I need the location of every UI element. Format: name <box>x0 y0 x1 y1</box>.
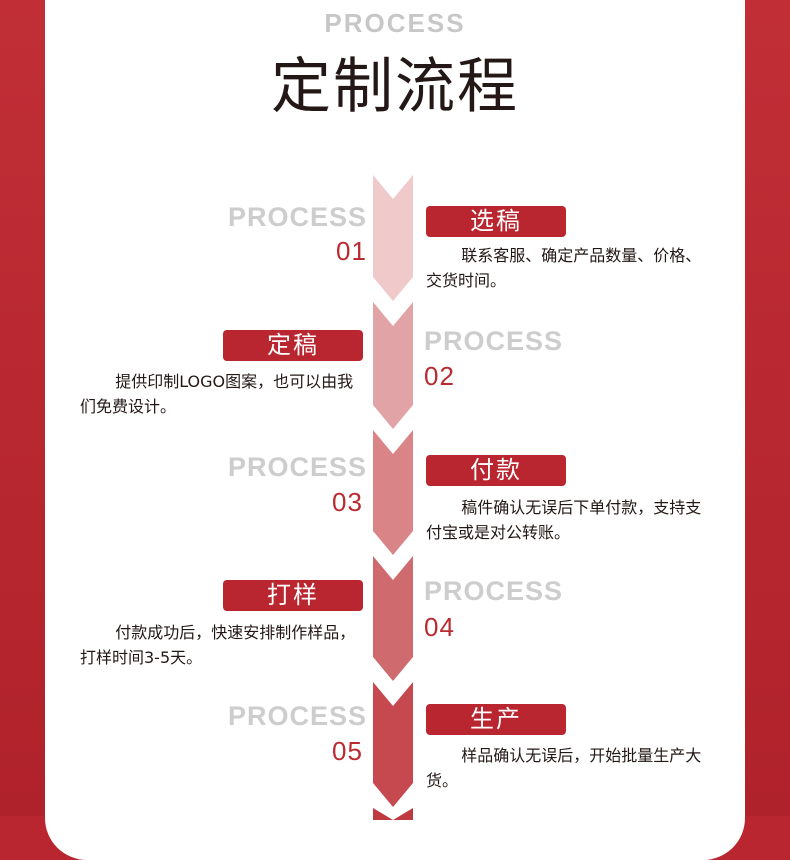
step-3-number: 03 <box>332 487 363 517</box>
page-title: 定制流程 <box>271 52 519 122</box>
step-4-process-label: PROCESS <box>424 576 564 606</box>
arrow-segment-3 <box>373 430 413 555</box>
step-3-process-label: PROCESS <box>228 452 368 482</box>
step-2-title-badge: 定稿 <box>223 330 363 361</box>
step-4-number: 04 <box>424 612 455 642</box>
arrow-segment-5 <box>373 682 413 807</box>
step-1-process-label: PROCESS <box>228 202 368 232</box>
step-2-number: 02 <box>424 361 455 391</box>
step-3-title-badge: 付款 <box>426 455 566 486</box>
step-5-process-label: PROCESS <box>228 701 368 731</box>
step-1-number: 01 <box>336 236 367 266</box>
arrow-segment-2 <box>373 302 413 429</box>
step-4-description: 付款成功后，快速安排制作样品，打样时间3-5天。 <box>80 623 356 667</box>
step-2-process-label: PROCESS <box>424 326 564 356</box>
step-4-title-badge: 打样 <box>223 580 363 611</box>
step-2-description: 提供印制LOGO图案，也可以由我们免费设计。 <box>80 372 354 416</box>
process-arrow-chain <box>373 175 413 820</box>
step-5-description: 样品确认无误后，开始批量生产大货。 <box>426 746 702 790</box>
header-process-label: PROCESS <box>324 8 466 38</box>
step-5-number: 05 <box>332 736 363 766</box>
arrow-segment-6 <box>373 808 413 820</box>
arrow-segment-1 <box>373 175 413 301</box>
step-3-description: 稿件确认无误后下单付款，支持支付宝或是对公转账。 <box>426 498 702 542</box>
arrow-segment-4 <box>373 556 413 681</box>
step-1-title-badge: 选稿 <box>426 206 566 237</box>
step-1-description: 联系客服、确定产品数量、价格、交货时间。 <box>426 246 702 290</box>
step-5-title-badge: 生产 <box>426 704 566 735</box>
